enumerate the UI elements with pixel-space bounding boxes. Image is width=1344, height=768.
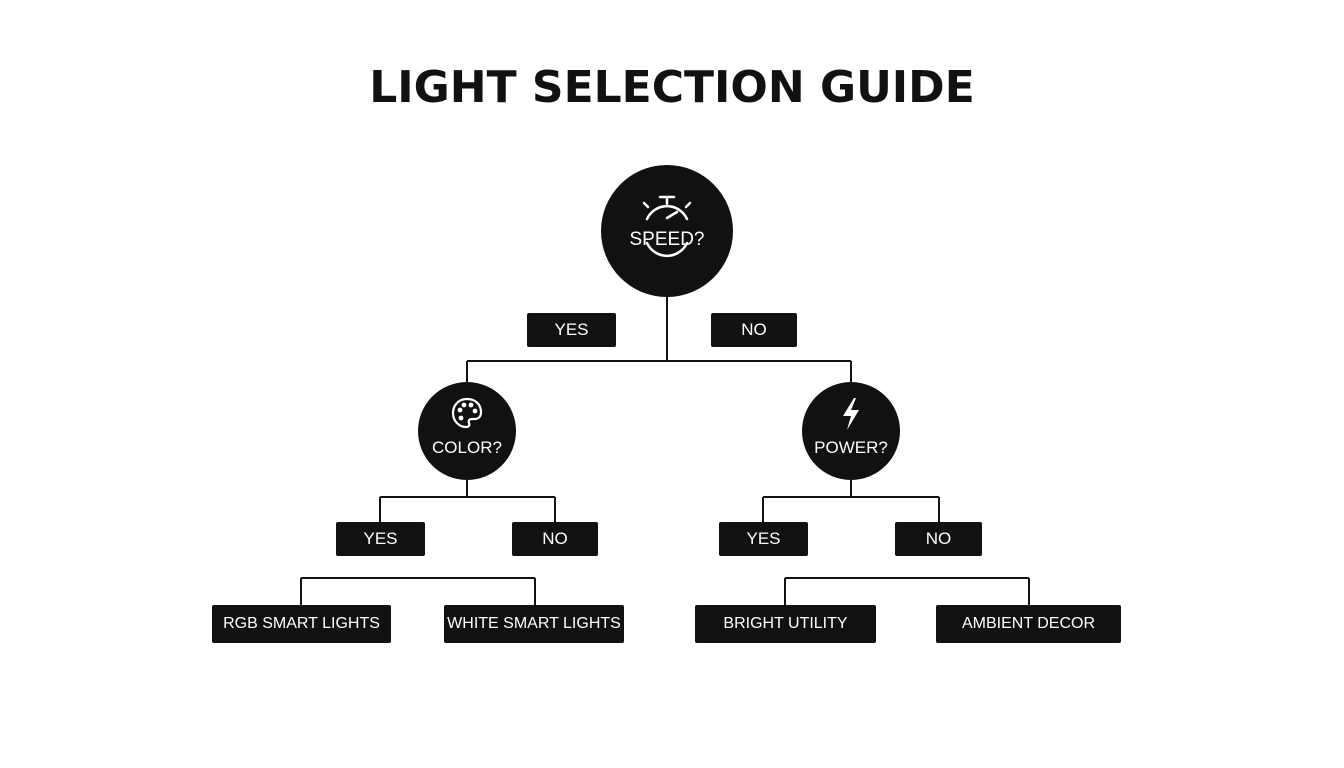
speed-question-label: SPEED? (629, 229, 705, 250)
stopwatch-icon (637, 193, 697, 267)
power-yes-badge: YES (719, 522, 808, 556)
rgb-smart-lights-result: RGB SMART LIGHTS (212, 605, 391, 643)
root-no-badge: NO (711, 313, 797, 347)
root-yes-badge: YES (527, 313, 616, 347)
power-no-badge: NO (895, 522, 982, 556)
white-smart-lights-result: WHITE SMART LIGHTS (444, 605, 624, 643)
color-no-badge: NO (512, 522, 598, 556)
palette-icon (450, 396, 484, 434)
page-title: LIGHT SELECTION GUIDE (369, 62, 975, 113)
speed-decision-node: SPEED? (601, 165, 733, 297)
lightning-bolt-icon (839, 396, 863, 436)
power-decision-node: POWER? (802, 382, 900, 480)
ambient-decor-lights-result: AMBIENT DECOR LIGHTS (936, 605, 1121, 670)
color-yes-badge: YES (336, 522, 425, 556)
color-question-label: COLOR? (432, 438, 502, 457)
color-decision-node: COLOR? (418, 382, 516, 480)
bright-utility-lights-result: BRIGHT UTILITY LIGHTS (695, 605, 876, 670)
power-question-label: POWER? (814, 438, 888, 457)
